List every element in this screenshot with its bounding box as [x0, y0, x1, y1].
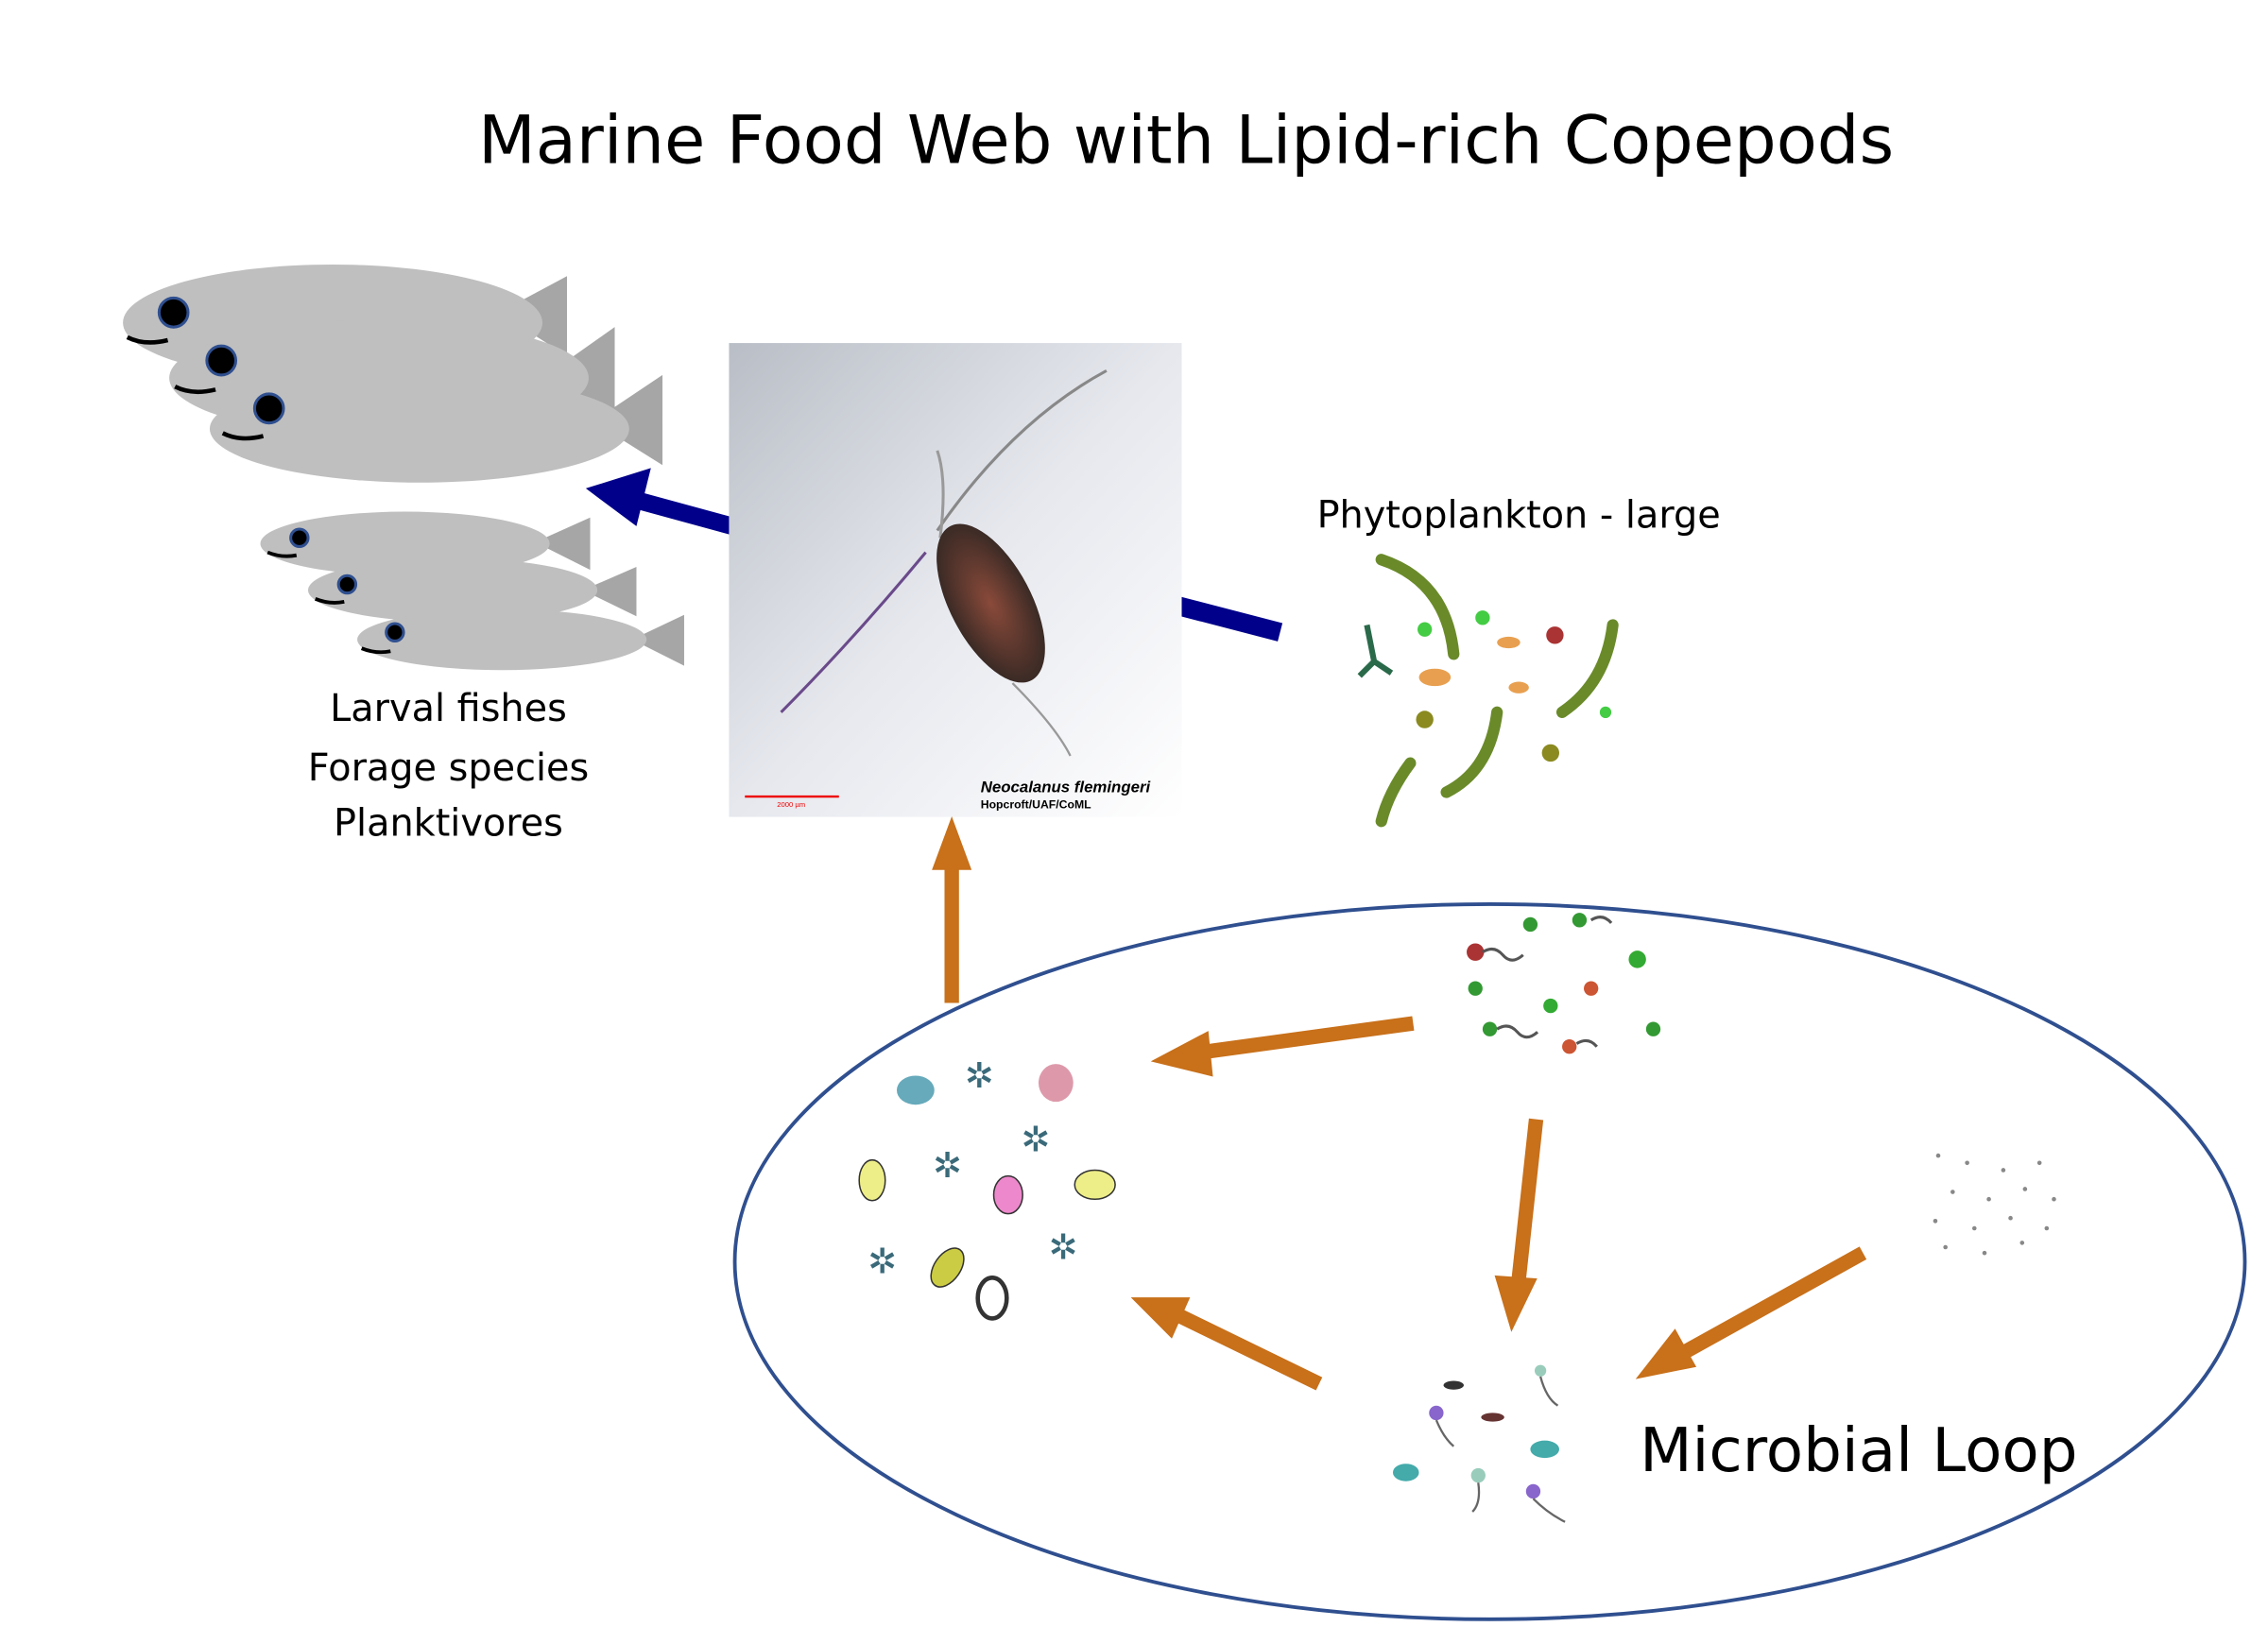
fish-label-larval: Larval fishes: [330, 687, 567, 730]
orange-arrow-dom-to-bacteria: [1635, 1246, 1867, 1379]
orange-arrow-ciliates-to-copepod: [932, 815, 972, 1003]
scale-bar-label: 2000 µm: [777, 800, 805, 809]
orange-arrow-flagellates-to-bacteria: [1494, 1118, 1544, 1332]
orange-arrow-flagellates-to-ciliates: [1150, 1016, 1415, 1077]
phytoplankton-label: Phytoplankton - large: [1317, 493, 1721, 537]
bacteria-flagellates-cluster: [1392, 1364, 1566, 1523]
small-phytoplankton-cluster: [1467, 913, 1661, 1054]
fish-icon: [357, 608, 684, 671]
copepod-body: [936, 523, 1045, 683]
species-name: Neocalanus flemingeri: [981, 778, 1151, 796]
diagram-title: Marine Food Web with Lipid-rich Copepods: [478, 100, 1894, 179]
dissolved-organic-matter-dots: [1933, 1153, 2056, 1256]
ciliates-cluster: ✲ ✲ ✲ ✲ ✲: [858, 1056, 1116, 1321]
svg-text:✲: ✲: [1022, 1120, 1051, 1158]
svg-text:✲: ✲: [965, 1056, 994, 1095]
fish-icon: [308, 557, 637, 623]
microbial-loop-label: Microbial Loop: [1640, 1415, 2077, 1486]
microbial-loop-ellipse: [732, 902, 2247, 1621]
fish-label-forage: Forage species: [308, 746, 589, 790]
svg-text:✲: ✲: [933, 1146, 962, 1185]
larval-fish-group: [260, 511, 684, 671]
blue-arrow-copepod-to-fish: [585, 468, 741, 537]
svg-text:✲: ✲: [868, 1242, 897, 1281]
fish-label-planktivores: Planktivores: [334, 802, 563, 846]
fish-icon: [209, 374, 663, 483]
phytoplankton-large-cluster: [1357, 554, 1619, 828]
copepod-photo: 2000 µm Neocalanus flemingeri Hopcroft/U…: [729, 343, 1182, 817]
adult-fish-group: [123, 265, 663, 483]
svg-text:✲: ✲: [1049, 1227, 1078, 1266]
orange-arrow-bacteria-to-ciliates: [1130, 1297, 1323, 1391]
photo-credit: Hopcroft/UAF/CoML: [981, 797, 1091, 811]
